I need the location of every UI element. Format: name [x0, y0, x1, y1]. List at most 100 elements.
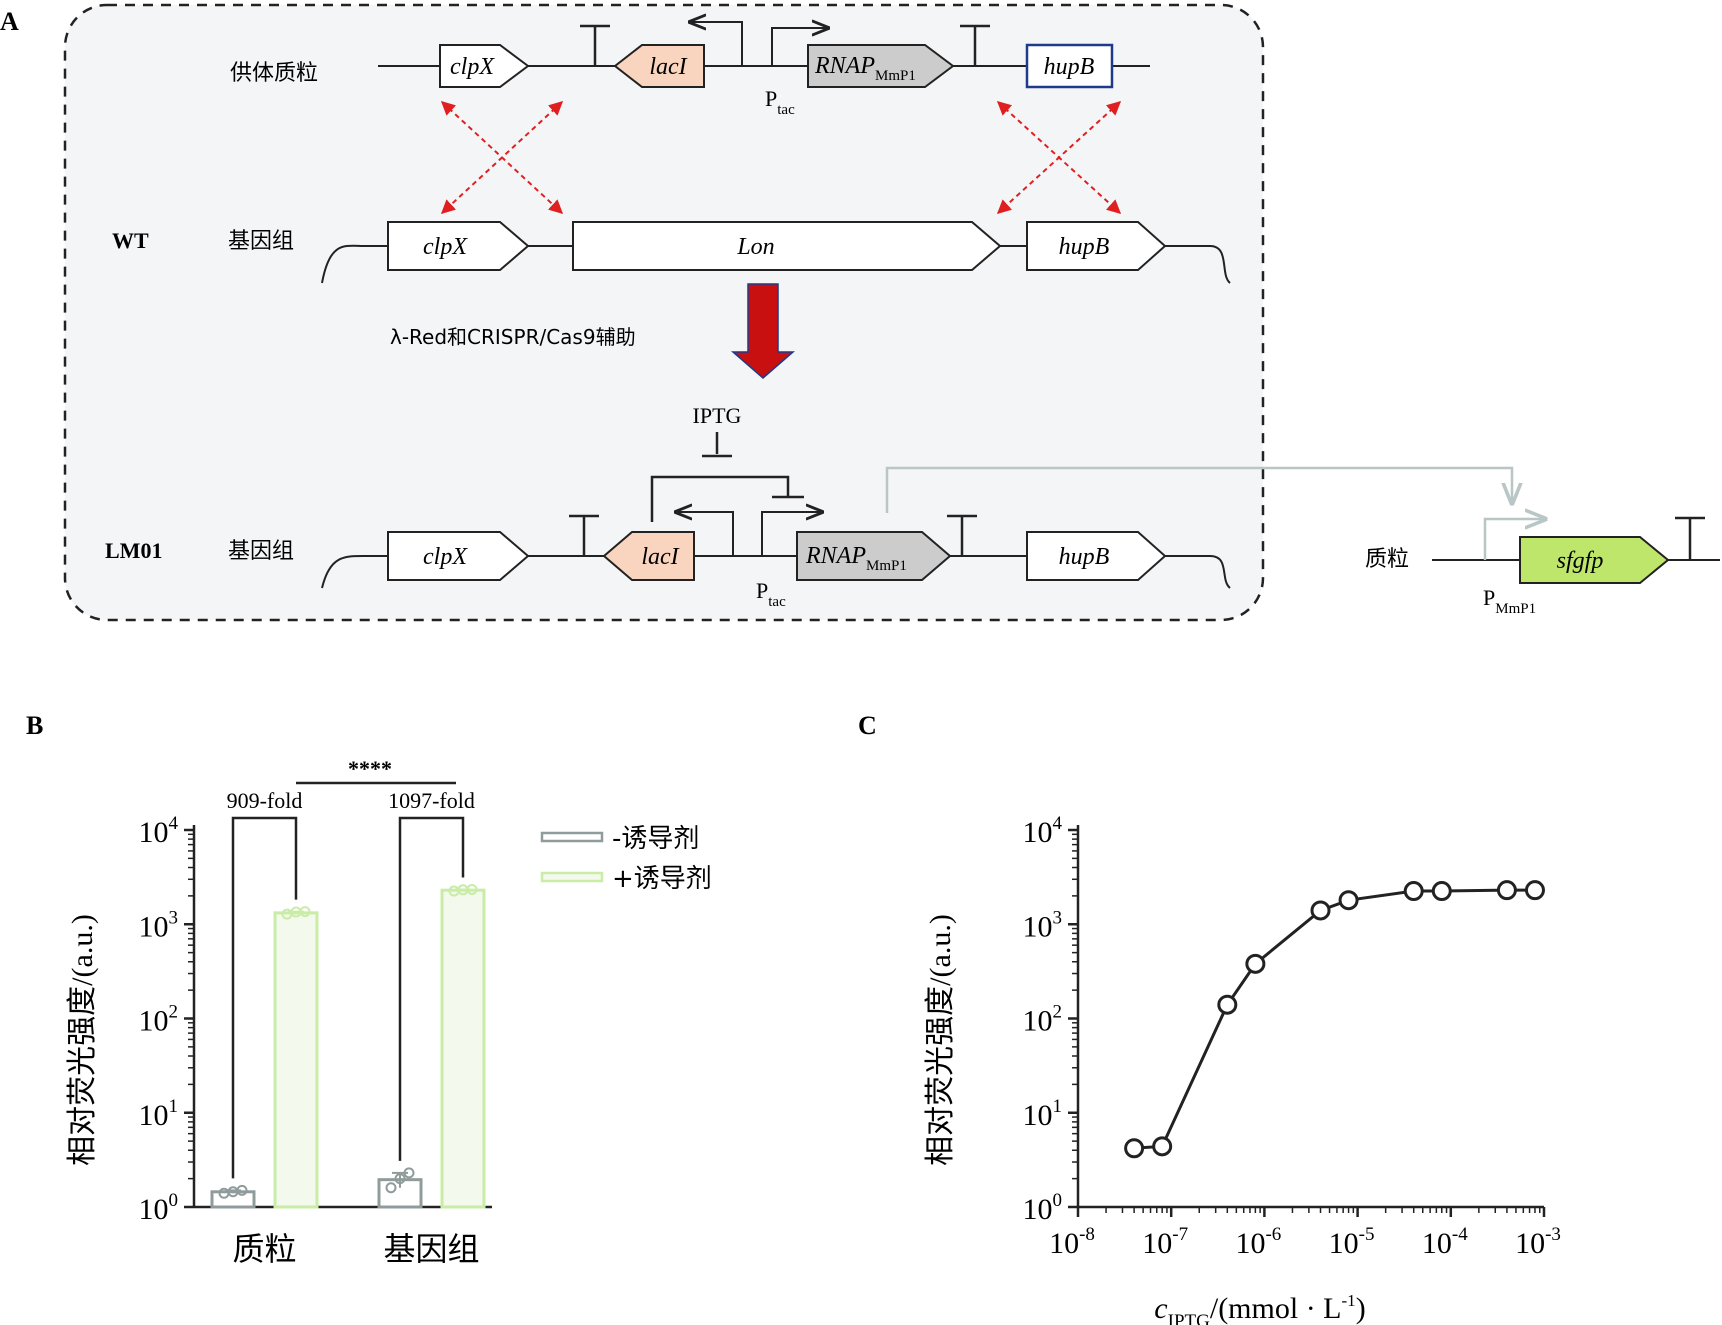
svg-text:lacI: lacI [641, 544, 679, 570]
sfgfp-terminator [1675, 516, 1705, 560]
chart-b-ytick-label: 102 [139, 1002, 179, 1038]
svg-text:Lon: Lon [736, 234, 774, 260]
chart-b-legend-swatch [540, 871, 604, 883]
chart-b-replicate-point [394, 1173, 406, 1185]
chart-b-replicate-point [236, 1184, 248, 1196]
donor-laci-promoter-arrow [690, 22, 743, 66]
chart-b-replicate-point [299, 906, 311, 918]
donor-ptac-label: Ptac [765, 86, 795, 118]
wt-hupb-gene: hupB [1026, 221, 1167, 271]
chart-c-ytick-label: 103 [1023, 907, 1063, 943]
chart-b-legend-swatch [540, 831, 604, 843]
chart-b-fold-bracket [231, 816, 298, 1179]
chart-c-dose-response-line [1134, 888, 1535, 1150]
svg-text:sfgfp: sfgfp [1557, 548, 1604, 574]
iptg-inhibition-mark [702, 432, 732, 458]
panel-label-a: A [0, 7, 19, 36]
chart-b-category-label: 基因组 [383, 1230, 479, 1268]
crossover-arrows-right [996, 101, 1122, 214]
wt-genome-backbone [321, 244, 1231, 284]
chart-c-xlabel: cIPTG/(mmol · L-1) [1154, 1291, 1365, 1325]
chart-c-xtick-label: 10-3 [1515, 1224, 1561, 1260]
chart-b-ytick-label: 101 [139, 1096, 179, 1132]
chart-c-data-point [1403, 881, 1424, 902]
chart-c-ytick-label: 101 [1023, 1096, 1063, 1132]
chart-c-data-point [1338, 890, 1359, 911]
reporter-plasmid-label: 质粒 [1365, 547, 1409, 572]
chart-c-ytick-label: 102 [1023, 1002, 1063, 1038]
chart-b-ytick-label: 100 [139, 1190, 179, 1226]
chart-b-replicate-point [385, 1182, 397, 1194]
genome-editing-box [63, 3, 1265, 622]
pmmp1-label: PMmP1 [1483, 585, 1536, 617]
chart-c-data-point [1245, 953, 1266, 974]
donor-hupb-gene: hupB [1025, 43, 1114, 89]
chart-c-ytick-label: 100 [1023, 1190, 1063, 1226]
lm01-terminator-2 [947, 514, 977, 556]
lm01-ptac-label: Ptac [756, 578, 786, 610]
rnap-to-plasmid-link [885, 466, 1512, 513]
chart-b-bar [377, 1178, 423, 1209]
chart-c-xtick-label: 10-6 [1235, 1224, 1281, 1260]
wt-clpx-gene: clpX [387, 221, 530, 271]
chart-b-replicate-point [403, 1167, 415, 1179]
crossover-arrows-left [440, 101, 564, 214]
method-arrow [730, 283, 796, 379]
chart-c-data-point [1310, 900, 1331, 921]
chart-b-fold-label: 909-fold [227, 788, 303, 813]
chart-c-xtick-label: 10-7 [1142, 1224, 1188, 1260]
chart-c-data-point [1524, 880, 1545, 901]
wt-lon-gene: Lon [572, 221, 1002, 271]
svg-text:clpX: clpX [423, 234, 468, 260]
chart-b-replicate-point [466, 883, 478, 895]
lm01-label: LM01 [105, 538, 162, 563]
lm01-tac-promoter-arrow [761, 512, 822, 556]
chart-b-bar [210, 1190, 256, 1209]
chart-b-legend-label: +诱导剂 [612, 864, 712, 894]
sfgfp-gene: sfgfp [1519, 536, 1670, 584]
chart-b-fold-bracket [398, 816, 465, 1161]
svg-text:RNAPMmP1: RNAPMmP1 [805, 543, 907, 574]
lm01-terminator-1 [569, 514, 599, 556]
lm01-laci-gene: lacI [602, 531, 695, 581]
donor-terminator-1 [580, 24, 610, 66]
chart-b-significance-label: **** [348, 756, 392, 781]
svg-text:lacI: lacI [649, 54, 687, 80]
svg-text:hupB: hupB [1059, 544, 1110, 570]
svg-text:RNAPMmP1: RNAPMmP1 [814, 53, 916, 84]
lm01-genome-backbone [321, 554, 1231, 589]
laci-repression-line [650, 475, 804, 522]
donor-terminator-2 [960, 24, 990, 66]
chart-b-ytick-label: 103 [139, 907, 179, 943]
panel-label-b: B [26, 711, 43, 740]
lm01-laci-promoter-arrow [676, 512, 734, 556]
chart-c-xtick-label: 10-5 [1329, 1224, 1375, 1260]
lm01-rnap-gene: RNAPMmP1 [796, 531, 952, 581]
svg-text:hupB: hupB [1059, 234, 1110, 260]
donor-tac-promoter-arrow [771, 28, 828, 66]
chart-c-data-point [1217, 994, 1238, 1015]
svg-text:hupB: hupB [1044, 54, 1095, 80]
chart-c-xtick-label: 10-8 [1049, 1224, 1095, 1260]
iptg-label: IPTG [693, 403, 742, 428]
panel-label-c: C [858, 711, 877, 740]
mmp1-promoter-arrow [1483, 519, 1545, 560]
donor-laci-gene: lacI [613, 44, 705, 88]
chart-b-ytick-label: 104 [139, 813, 179, 849]
chart-b-bar [273, 911, 319, 1209]
chart-c-data-point [1431, 881, 1452, 902]
chart-c-data-point [1152, 1136, 1173, 1157]
svg-text:clpX: clpX [450, 54, 495, 80]
wt-label: WT [112, 228, 149, 253]
chart-b-category-label: 质粒 [232, 1230, 296, 1268]
chart-c-xtick-label: 10-4 [1422, 1224, 1468, 1260]
lm01-genome-label: 基因组 [228, 539, 294, 564]
lm01-clpx-gene: clpX [387, 531, 530, 581]
chart-c-data-point [1124, 1138, 1145, 1159]
wt-genome-label: 基因组 [228, 229, 294, 254]
chart-b-legend-label: -诱导剂 [612, 824, 699, 854]
lm01-hupb-gene: hupB [1026, 531, 1167, 581]
